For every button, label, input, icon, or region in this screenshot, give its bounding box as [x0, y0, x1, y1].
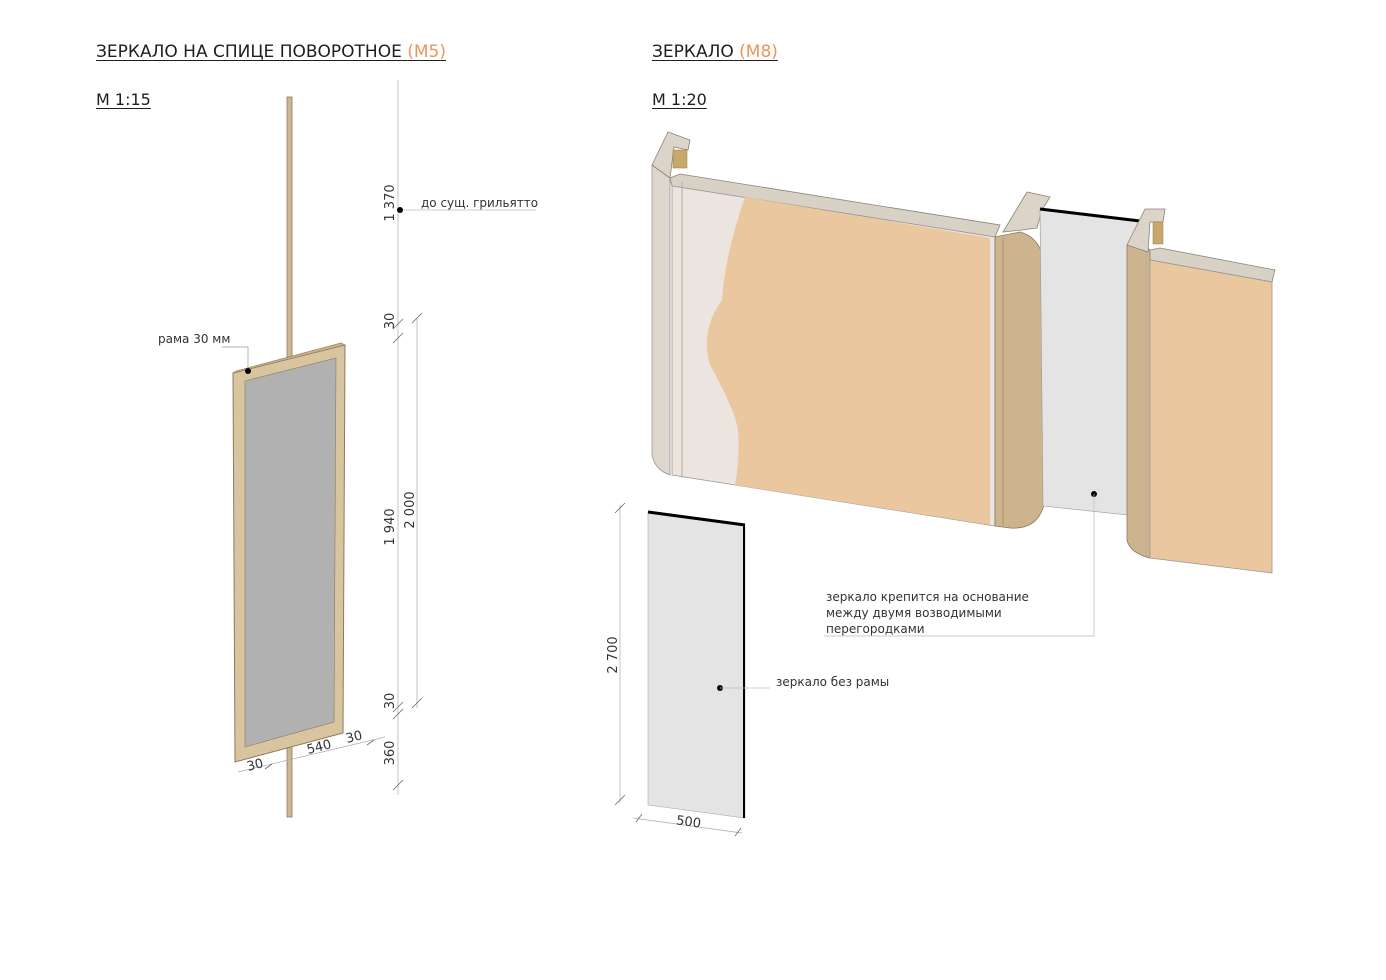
dim-tick: [264, 763, 273, 770]
dim-gap-bottom: 30: [383, 693, 398, 710]
dim-width-line: [237, 736, 386, 773]
note-mount-line-2: между двумя возводимыми: [826, 606, 1002, 620]
left-end-cap: [651, 164, 671, 476]
rod-leader-dot: [397, 207, 403, 213]
note-mirror-mount: зеркало крепится на основание между двум…: [826, 589, 1029, 637]
mount-leader-line: [824, 494, 1095, 637]
dim-frame-right: 30: [344, 728, 364, 747]
main-wall-top: [669, 173, 1001, 238]
frame-leader-dot: [245, 368, 251, 374]
dim-width-line: [632, 817, 743, 834]
dim-tick: [392, 332, 404, 344]
right-post: [1126, 241, 1151, 559]
dim-tick: [411, 312, 423, 324]
right-wall-finish: [1149, 259, 1273, 574]
right-scale: М 1:20: [652, 90, 707, 109]
wall-assembly-drawing: 2 700 500: [606, 131, 1276, 837]
note-mount-line-3: перегородками: [826, 622, 925, 636]
dim-tick: [635, 813, 643, 823]
right-title-text: ЗЕРКАЛО: [652, 42, 734, 62]
dim-tick: [614, 502, 626, 514]
dim-mirror-width: 540: [305, 737, 333, 758]
dim-tick: [392, 779, 404, 791]
left-title-text: ЗЕРКАЛО НА СПИЦЕ ПОВОРОТНОЕ: [96, 42, 402, 62]
dim-tick: [614, 794, 626, 806]
main-wall-finish: [706, 197, 990, 525]
left-title: ЗЕРКАЛО НА СПИЦЕ ПОВОРОТНОЕ (М5): [96, 42, 446, 62]
note-frameless-mirror: зеркало без рамы: [776, 675, 890, 689]
mirror-glass: [244, 357, 337, 748]
dim-tick: [392, 701, 404, 713]
dim-mirror-height-2700: 2 700: [606, 636, 621, 673]
rod-top: [286, 96, 293, 363]
dim-rod-bottom: 360: [383, 741, 398, 766]
dim-rod-top: 1 370: [383, 184, 398, 221]
left-post-slot: [672, 149, 688, 169]
left-scale: М 1:15: [96, 90, 151, 109]
frameless-mirror-top-edge: [647, 510, 746, 527]
note-mount-line-1: зеркало крепится на основание: [826, 590, 1029, 604]
right-title-code: (М8): [739, 42, 778, 62]
dim-tick: [411, 697, 423, 709]
dim-mirror-width-500: 500: [675, 813, 702, 831]
rotating-mirror-drawing: 1 370 30 1 940 2 000 30 360 30 540 30: [222, 80, 536, 818]
dim-frame-left: 30: [245, 756, 265, 775]
right-title: ЗЕРКАЛО (М8): [652, 42, 778, 62]
mounted-mirror: [1039, 209, 1141, 516]
note-frame-30mm: рама 30 мм: [158, 332, 231, 346]
dim-tick: [392, 708, 404, 720]
left-title-code: (М5): [407, 42, 446, 62]
dim-gap-top: 30: [383, 313, 398, 330]
frame-top-edge: [232, 342, 346, 374]
dim-total-height: 2 000: [403, 491, 418, 528]
frameless-mirror: [647, 512, 746, 819]
note-rod-to-grid: до сущ. грильятто: [421, 196, 539, 210]
right-wall-top: [1149, 247, 1276, 283]
dim-tick: [392, 318, 404, 330]
rod-bottom: [286, 744, 293, 818]
mounted-mirror-edge: [1039, 207, 1141, 223]
dim-mirror-height: 1 940: [383, 508, 398, 545]
dim-tick: [366, 739, 375, 746]
dim-tick: [734, 827, 742, 837]
right-post-slot: [1152, 221, 1164, 245]
frame-leader-line: [222, 346, 249, 371]
